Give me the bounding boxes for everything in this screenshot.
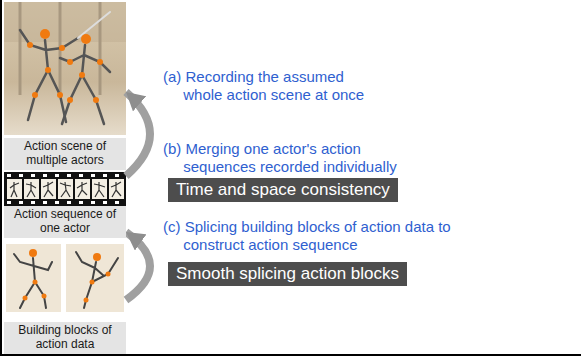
image-panel: Action scene of multiple actors [4,2,126,170]
box-text: Time and space consistency [176,180,390,200]
image-panel: Action sequence of one actor [4,170,126,238]
curved-arrow [126,232,150,300]
image-panel: Building blocks of action data [4,242,126,354]
image-caption: Building blocks of action data [4,322,126,354]
image-caption: Action scene of multiple actors [4,138,126,170]
box-text: Smooth splicing action blocks [176,264,399,284]
step-label: (c) Splicing building blocks of action d… [163,218,453,254]
image-caption: Action sequence of one actor [4,206,126,238]
step-label: (a) Recording the assumed whole action s… [163,68,378,104]
concept-box: Time and space consistency [168,178,398,202]
step-label: (b) Merging one actor's action sequences… [163,140,413,176]
curved-arrow [126,92,150,176]
concept-box: Smooth splicing action blocks [168,262,407,286]
